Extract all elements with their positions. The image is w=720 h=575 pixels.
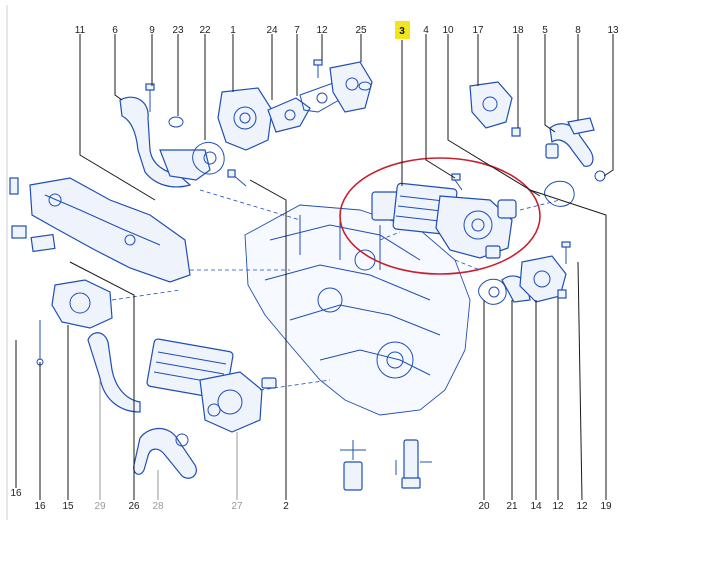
callout-21: 21 bbox=[506, 501, 518, 512]
egr-valve-1 bbox=[217, 87, 273, 151]
torque-symbol-1 bbox=[340, 440, 366, 491]
callout-8: 8 bbox=[575, 25, 581, 36]
callout-11: 11 bbox=[75, 25, 86, 36]
hose-5 bbox=[545, 117, 595, 167]
bracket-17 bbox=[469, 81, 513, 129]
callout-12: 12 bbox=[316, 25, 328, 36]
callout-16b: 16 bbox=[34, 501, 46, 512]
callout-22: 22 bbox=[199, 25, 211, 36]
bolt-12-right bbox=[557, 241, 571, 299]
callout-24: 24 bbox=[266, 25, 278, 36]
bolt-18 bbox=[511, 127, 521, 137]
stud-2 bbox=[227, 169, 247, 187]
callout-13: 13 bbox=[607, 25, 619, 36]
callout-14: 14 bbox=[530, 501, 542, 512]
callout-19: 19 bbox=[600, 501, 612, 512]
gasket-20 bbox=[478, 278, 507, 305]
callout-5: 5 bbox=[542, 25, 548, 36]
callout-23: 23 bbox=[172, 25, 184, 36]
torque-symbol-2 bbox=[395, 439, 432, 489]
callout-25: 25 bbox=[355, 25, 367, 36]
callout-4: 4 bbox=[423, 25, 429, 36]
hose-6 bbox=[119, 96, 211, 188]
egr-cooler-lower bbox=[146, 338, 277, 433]
pipe-29 bbox=[87, 332, 141, 413]
throttle-body bbox=[36, 279, 113, 366]
highlight-circle bbox=[339, 157, 541, 275]
callout-1: 1 bbox=[230, 25, 236, 36]
bracket-25 bbox=[329, 61, 373, 113]
callout-26: 26 bbox=[128, 501, 140, 512]
callout-17: 17 bbox=[472, 25, 484, 36]
pipe-24 bbox=[267, 97, 311, 133]
bolt-9 bbox=[145, 83, 155, 112]
callout-15: 15 bbox=[62, 501, 74, 512]
clip-13 bbox=[594, 170, 606, 182]
bolt-12-top bbox=[313, 59, 323, 78]
callout-18: 18 bbox=[512, 25, 524, 36]
intake-manifold bbox=[9, 177, 191, 283]
bottom-callouts: 16 16 15 29 26 28 27 2 20 21 14 12 12 19 bbox=[10, 488, 612, 512]
callout-6: 6 bbox=[112, 25, 118, 36]
dashed-lines bbox=[111, 189, 561, 391]
oring-23 bbox=[168, 116, 184, 128]
callout-27: 27 bbox=[231, 501, 243, 512]
callout-9: 9 bbox=[149, 25, 155, 36]
callout-28: 28 bbox=[152, 501, 164, 512]
callout-29: 29 bbox=[94, 501, 106, 512]
callout-16: 16 bbox=[10, 488, 22, 499]
engine-block bbox=[244, 204, 471, 416]
highlight-box bbox=[395, 21, 410, 39]
gasket-7 bbox=[299, 81, 347, 113]
callout-10: 10 bbox=[442, 25, 454, 36]
callout-2: 2 bbox=[283, 501, 289, 512]
callout-3: 3 bbox=[399, 26, 405, 37]
callout-7: 7 bbox=[294, 25, 300, 36]
top-callouts: 11 6 9 23 22 1 24 7 12 25 3 4 10 17 18 5… bbox=[75, 25, 619, 37]
leader-lines bbox=[15, 34, 614, 501]
gasket-22 bbox=[192, 141, 225, 175]
callout-12-b: 12 bbox=[576, 501, 588, 512]
callout-20: 20 bbox=[478, 501, 490, 512]
egr-cooler-assembly-3 bbox=[371, 173, 517, 259]
pipe-28 bbox=[133, 427, 197, 479]
callout-12-a: 12 bbox=[552, 501, 564, 512]
